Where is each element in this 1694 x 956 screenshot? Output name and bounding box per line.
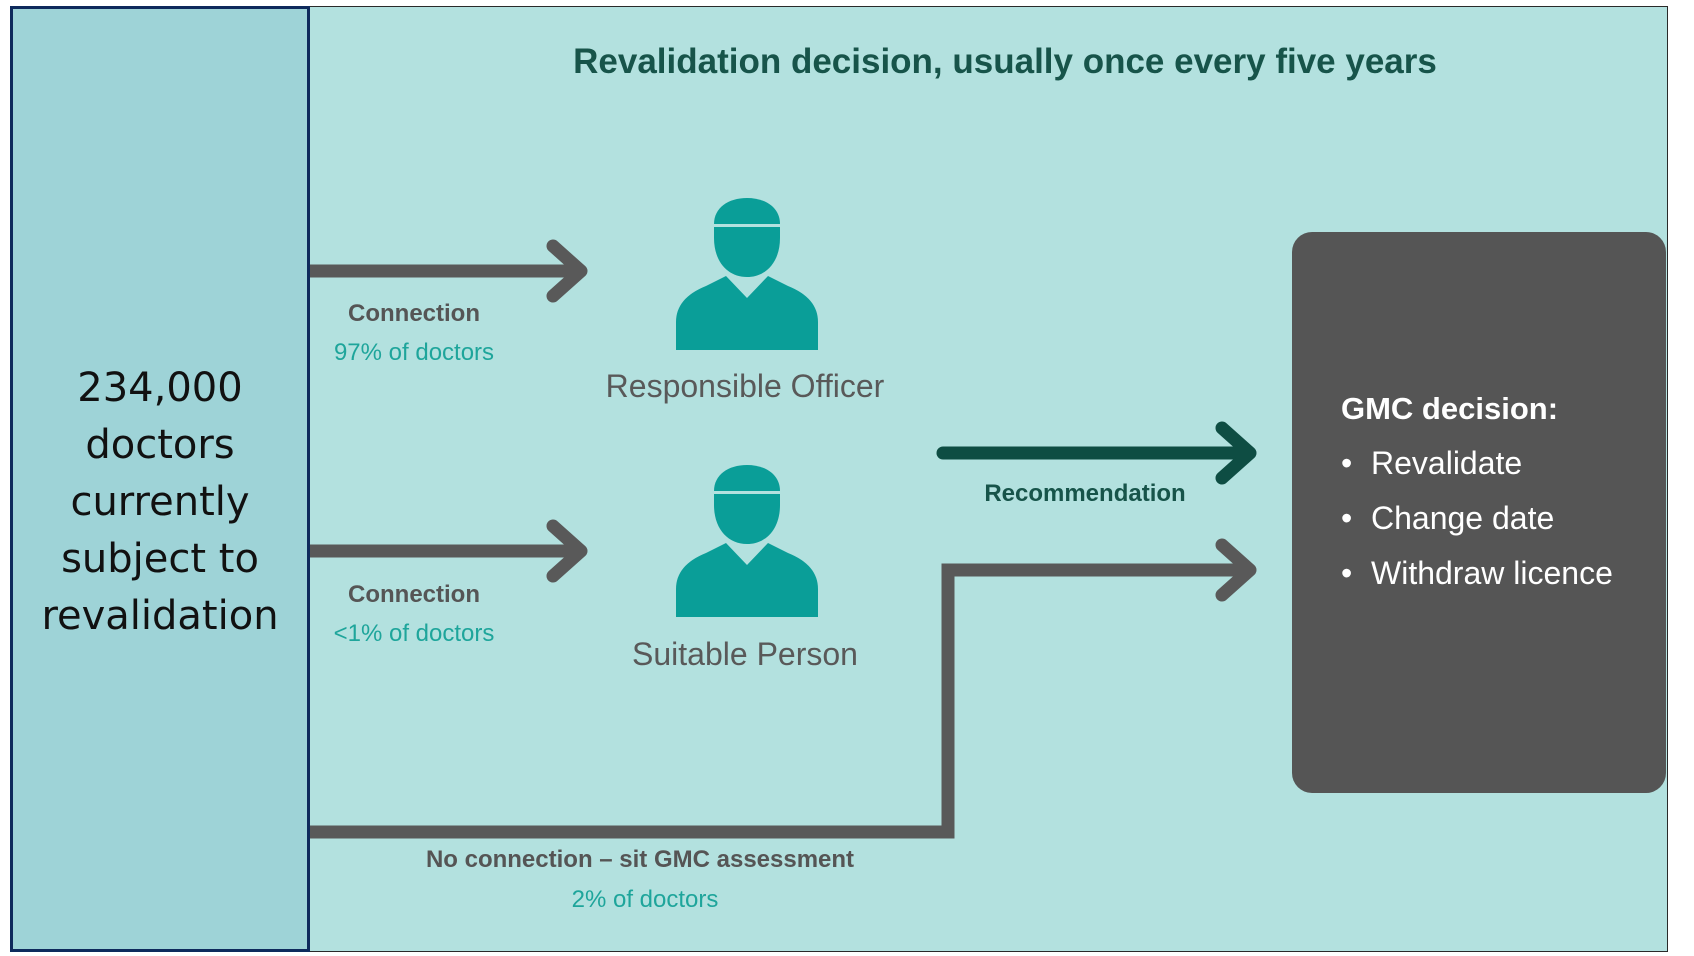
no-connection-label: No connection – sit GMC assessment <box>425 846 855 873</box>
person-icon <box>676 198 818 350</box>
connection-share: <1% of doctors <box>333 620 495 647</box>
connection-arrow-responsible-officer <box>310 239 588 303</box>
doctors-count-box <box>10 6 310 952</box>
connection-share: 97% of doctors <box>333 339 495 366</box>
decision-option: •Withdraw licence <box>1341 555 1613 591</box>
connection-label: Connection <box>348 581 480 608</box>
connection-label: Connection <box>348 300 480 327</box>
suitable-person-label: Suitable Person <box>632 636 858 672</box>
no-connection-share: 2% of doctors <box>571 886 719 913</box>
decision-option: •Change date <box>1341 500 1555 536</box>
recommendation-arrow <box>936 421 1257 485</box>
doctors-count-line: subject to <box>61 536 259 582</box>
person-icon <box>676 465 818 617</box>
decision-option: •Revalidate <box>1341 445 1523 481</box>
recommendation-label: Recommendation <box>984 480 1186 507</box>
gmc-decision-heading: GMC decision: <box>1341 391 1559 426</box>
gmc-decision-options: •Revalidate •Change date •Withdraw licen… <box>1341 443 1613 608</box>
diagram-title: Revalidation decision, usually once ever… <box>573 42 1437 81</box>
responsible-officer-label: Responsible Officer <box>605 368 885 404</box>
connection-arrow-suitable-person <box>310 519 588 583</box>
doctors-count-text: 234,000 doctors currently subject to rev… <box>10 360 310 645</box>
gmc-decision-box <box>1292 232 1666 793</box>
doctors-count-line: doctors <box>85 422 235 468</box>
doctors-count-line: 234,000 <box>77 365 243 411</box>
doctors-count-line: currently <box>70 479 250 525</box>
doctors-count-line: revalidation <box>41 593 279 639</box>
no-connection-arrow <box>310 538 1257 839</box>
